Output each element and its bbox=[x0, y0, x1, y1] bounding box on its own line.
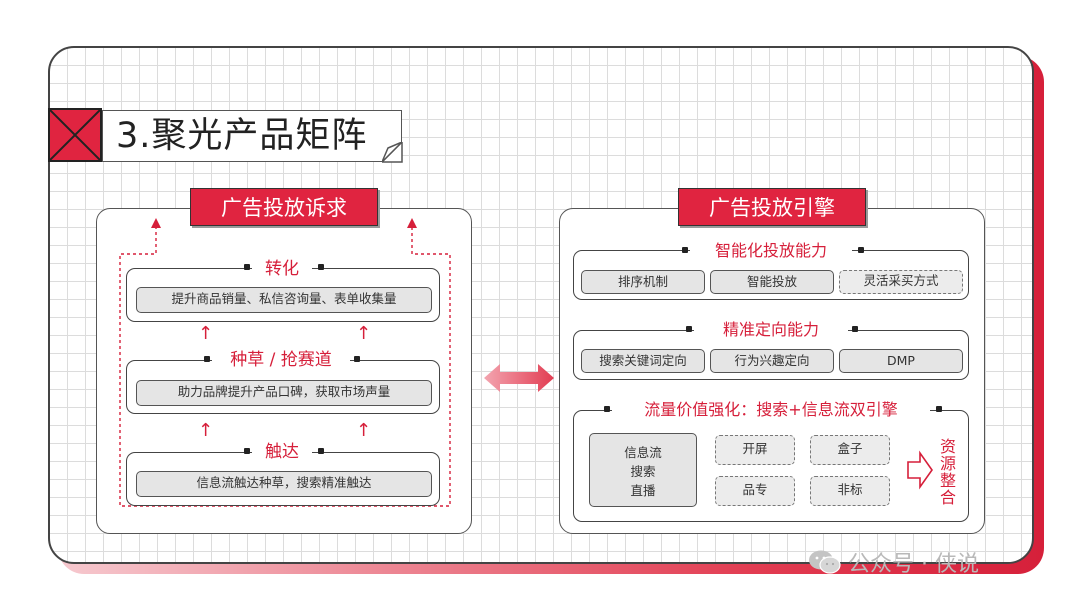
wechat-icon bbox=[809, 550, 841, 574]
section-smart-delivery-title: 智能化投放能力 bbox=[690, 240, 852, 262]
resource-integration-label: 资源整合 bbox=[939, 437, 956, 507]
section-targeting-title: 精准定向能力 bbox=[694, 319, 848, 341]
close-x-icon bbox=[48, 108, 102, 162]
source-search: 搜索 bbox=[630, 464, 656, 479]
item-dmp: DMP bbox=[839, 349, 963, 373]
item-interest-targeting: 行为兴趣定向 bbox=[710, 349, 834, 373]
title-bar bbox=[102, 110, 402, 162]
page-fold-icon bbox=[382, 142, 403, 163]
slot-non-standard: 非标 bbox=[810, 476, 890, 506]
up-arrow-icon: ↑ bbox=[198, 323, 214, 344]
source-live: 直播 bbox=[630, 483, 656, 498]
slot-box: 盒子 bbox=[810, 435, 890, 465]
up-arrow-icon: ↑ bbox=[356, 323, 372, 344]
slot-brand-zone: 品专 bbox=[715, 476, 795, 506]
double-arrow-icon bbox=[484, 364, 554, 392]
section-traffic-value-title: 流量价值强化：搜索+信息流双引擎 bbox=[612, 399, 930, 421]
stage-seeding-title: 种草 / 抢赛道 bbox=[212, 349, 350, 371]
stage-conversion-content: 提升商品销量、私信咨询量、表单收集量 bbox=[136, 287, 432, 313]
stage-reach-title: 触达 bbox=[252, 441, 312, 463]
item-flexible-buying: 灵活采买方式 bbox=[839, 270, 963, 294]
up-arrow-icon: ↑ bbox=[356, 420, 372, 441]
stage-reach-content: 信息流触达种草，搜索精准触达 bbox=[136, 471, 432, 497]
feedback-loop-arrows bbox=[119, 218, 451, 507]
right-hollow-arrow-icon bbox=[907, 450, 933, 490]
left-panel-tag: 广告投放诉求 bbox=[190, 188, 378, 226]
stage-conversion-title: 转化 bbox=[252, 258, 312, 280]
stage-seeding-content: 助力品牌提升产品口碑，获取市场声量 bbox=[136, 380, 432, 406]
watermark-text: 公众号 · 侠说 bbox=[848, 552, 979, 577]
page-title: 3.聚光产品矩阵 bbox=[116, 116, 368, 156]
item-smart-delivery: 智能投放 bbox=[710, 270, 834, 294]
up-arrow-icon: ↑ bbox=[198, 420, 214, 441]
watermark: 公众号 · 侠说 bbox=[808, 546, 979, 578]
source-feed: 信息流 bbox=[624, 445, 662, 460]
item-ranking: 排序机制 bbox=[581, 270, 705, 294]
traffic-sources-box: 信息流 搜索 直播 bbox=[589, 433, 697, 507]
right-panel-tag: 广告投放引擎 bbox=[678, 188, 866, 226]
item-keyword-targeting: 搜索关键词定向 bbox=[581, 349, 705, 373]
slot-splash: 开屏 bbox=[715, 435, 795, 465]
